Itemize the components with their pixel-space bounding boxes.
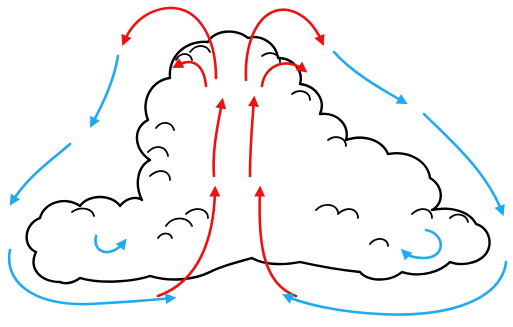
red-arrow-icon [248, 95, 259, 178]
updraft-arrows [121, 6, 325, 298]
red-arrow-icon [244, 8, 325, 82]
blue-arrow-icon [9, 142, 72, 206]
red-arrow-icon [121, 6, 218, 80]
cloud-billow-details [71, 45, 469, 247]
blue-arrow-icon [89, 54, 120, 128]
red-arrow-icon [260, 61, 308, 88]
red-arrow-icon [212, 97, 227, 178]
red-arrow-icon [156, 185, 221, 298]
blue-arrow-icon [400, 228, 442, 261]
red-arrow-icon [254, 185, 298, 298]
downdraft-arrows [7, 50, 508, 316]
blue-arrow-icon [94, 234, 127, 254]
red-arrow-icon [172, 58, 208, 88]
blue-arrow-icon [332, 50, 408, 105]
blue-arrow-icon [7, 248, 177, 306]
cumulonimbus-cloud [25, 30, 491, 285]
cloud-outline [25, 30, 491, 285]
blue-arrow-icon [422, 112, 505, 217]
blue-arrow-icon [282, 260, 508, 316]
